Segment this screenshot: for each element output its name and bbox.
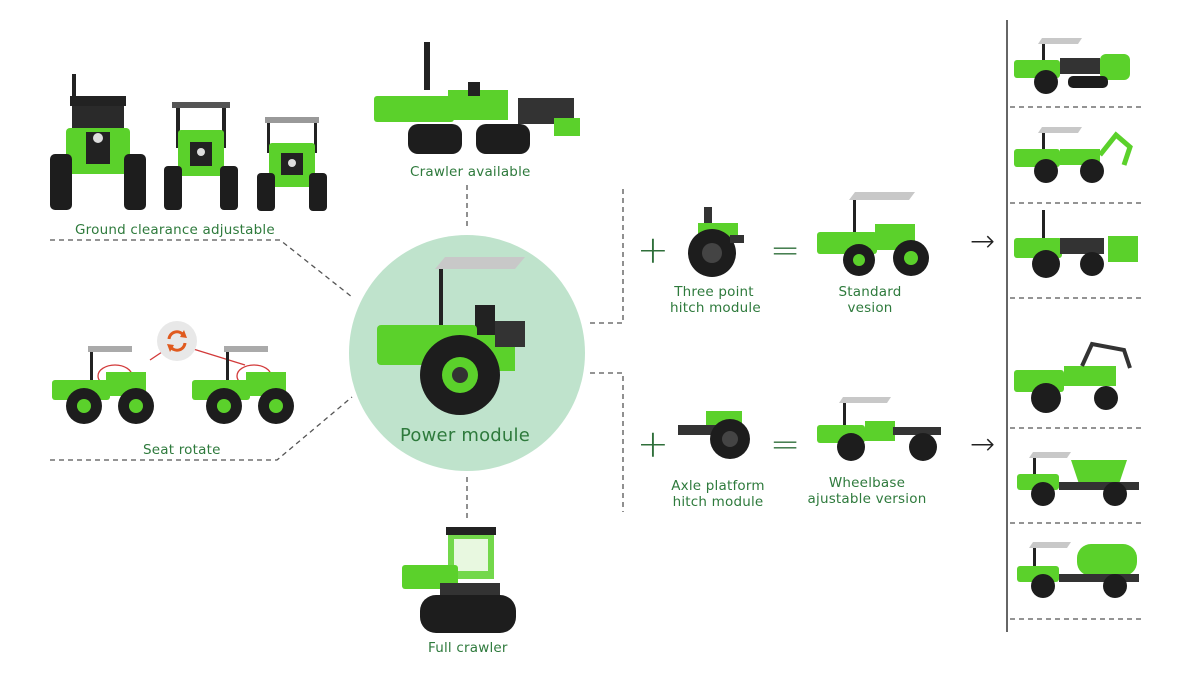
- tractor-front-low: [257, 117, 327, 211]
- arrow-icon-top: →: [970, 224, 996, 259]
- connector-seat-rotate: [50, 396, 353, 461]
- tractor-spreader: [1017, 452, 1139, 506]
- tractor-water-tanker: [1017, 542, 1139, 598]
- tractor-standard-version: [817, 192, 929, 276]
- label-axle-line1: Axle platform: [671, 478, 765, 494]
- label-standard-line1: Standard: [838, 284, 902, 300]
- label-seat-rotate: Seat rotate: [143, 442, 221, 458]
- label-three-point-line2: hitch module: [670, 300, 761, 316]
- tractor-crawler-rotary: [374, 42, 580, 154]
- tractor-wheelbase-adjustable: [817, 397, 941, 461]
- connector-bottom-branch: [590, 372, 624, 512]
- rotate-icon: [157, 321, 197, 361]
- tractor-seat-rotate-right: [192, 346, 294, 424]
- label-ground-clearance: Ground clearance adjustable: [75, 222, 275, 238]
- tractor-sprayer: [1014, 38, 1130, 94]
- tractor-seat-rotate-left: [52, 346, 154, 424]
- label-full-crawler: Full crawler: [428, 640, 508, 656]
- label-axle-line2: hitch module: [672, 494, 764, 510]
- label-wheelbase-line1: Wheelbase: [828, 475, 906, 491]
- tractor-rotary-tiller: [1014, 210, 1138, 278]
- plus-icon-bottom: +: [637, 422, 669, 466]
- equals-icon-bottom: =: [770, 424, 801, 465]
- label-three-point-line1: Three point: [674, 284, 754, 300]
- tractor-front-tall: [50, 74, 146, 210]
- arrow-icon-bottom: →: [970, 427, 996, 462]
- tractor-full-crawler: [402, 527, 516, 633]
- label-standard-line2: vesion: [847, 300, 893, 316]
- label-wheelbase-line2: ajustable version: [807, 491, 927, 507]
- three-point-hitch-module: [688, 207, 744, 277]
- tractor-log-loader: [1014, 341, 1132, 413]
- power-module-tractor: [377, 257, 525, 415]
- tractor-front-medium: [164, 102, 238, 210]
- plus-icon-top: +: [637, 228, 669, 272]
- label-crawler-available: Crawler available: [410, 164, 531, 180]
- equals-icon-top: =: [770, 230, 801, 271]
- axle-platform-hitch-module: [678, 411, 750, 459]
- connector-top-branch: [590, 185, 624, 324]
- label-power-module: Power module: [400, 425, 530, 446]
- connector-ground-clearance: [50, 239, 353, 298]
- tractor-backhoe: [1014, 127, 1133, 183]
